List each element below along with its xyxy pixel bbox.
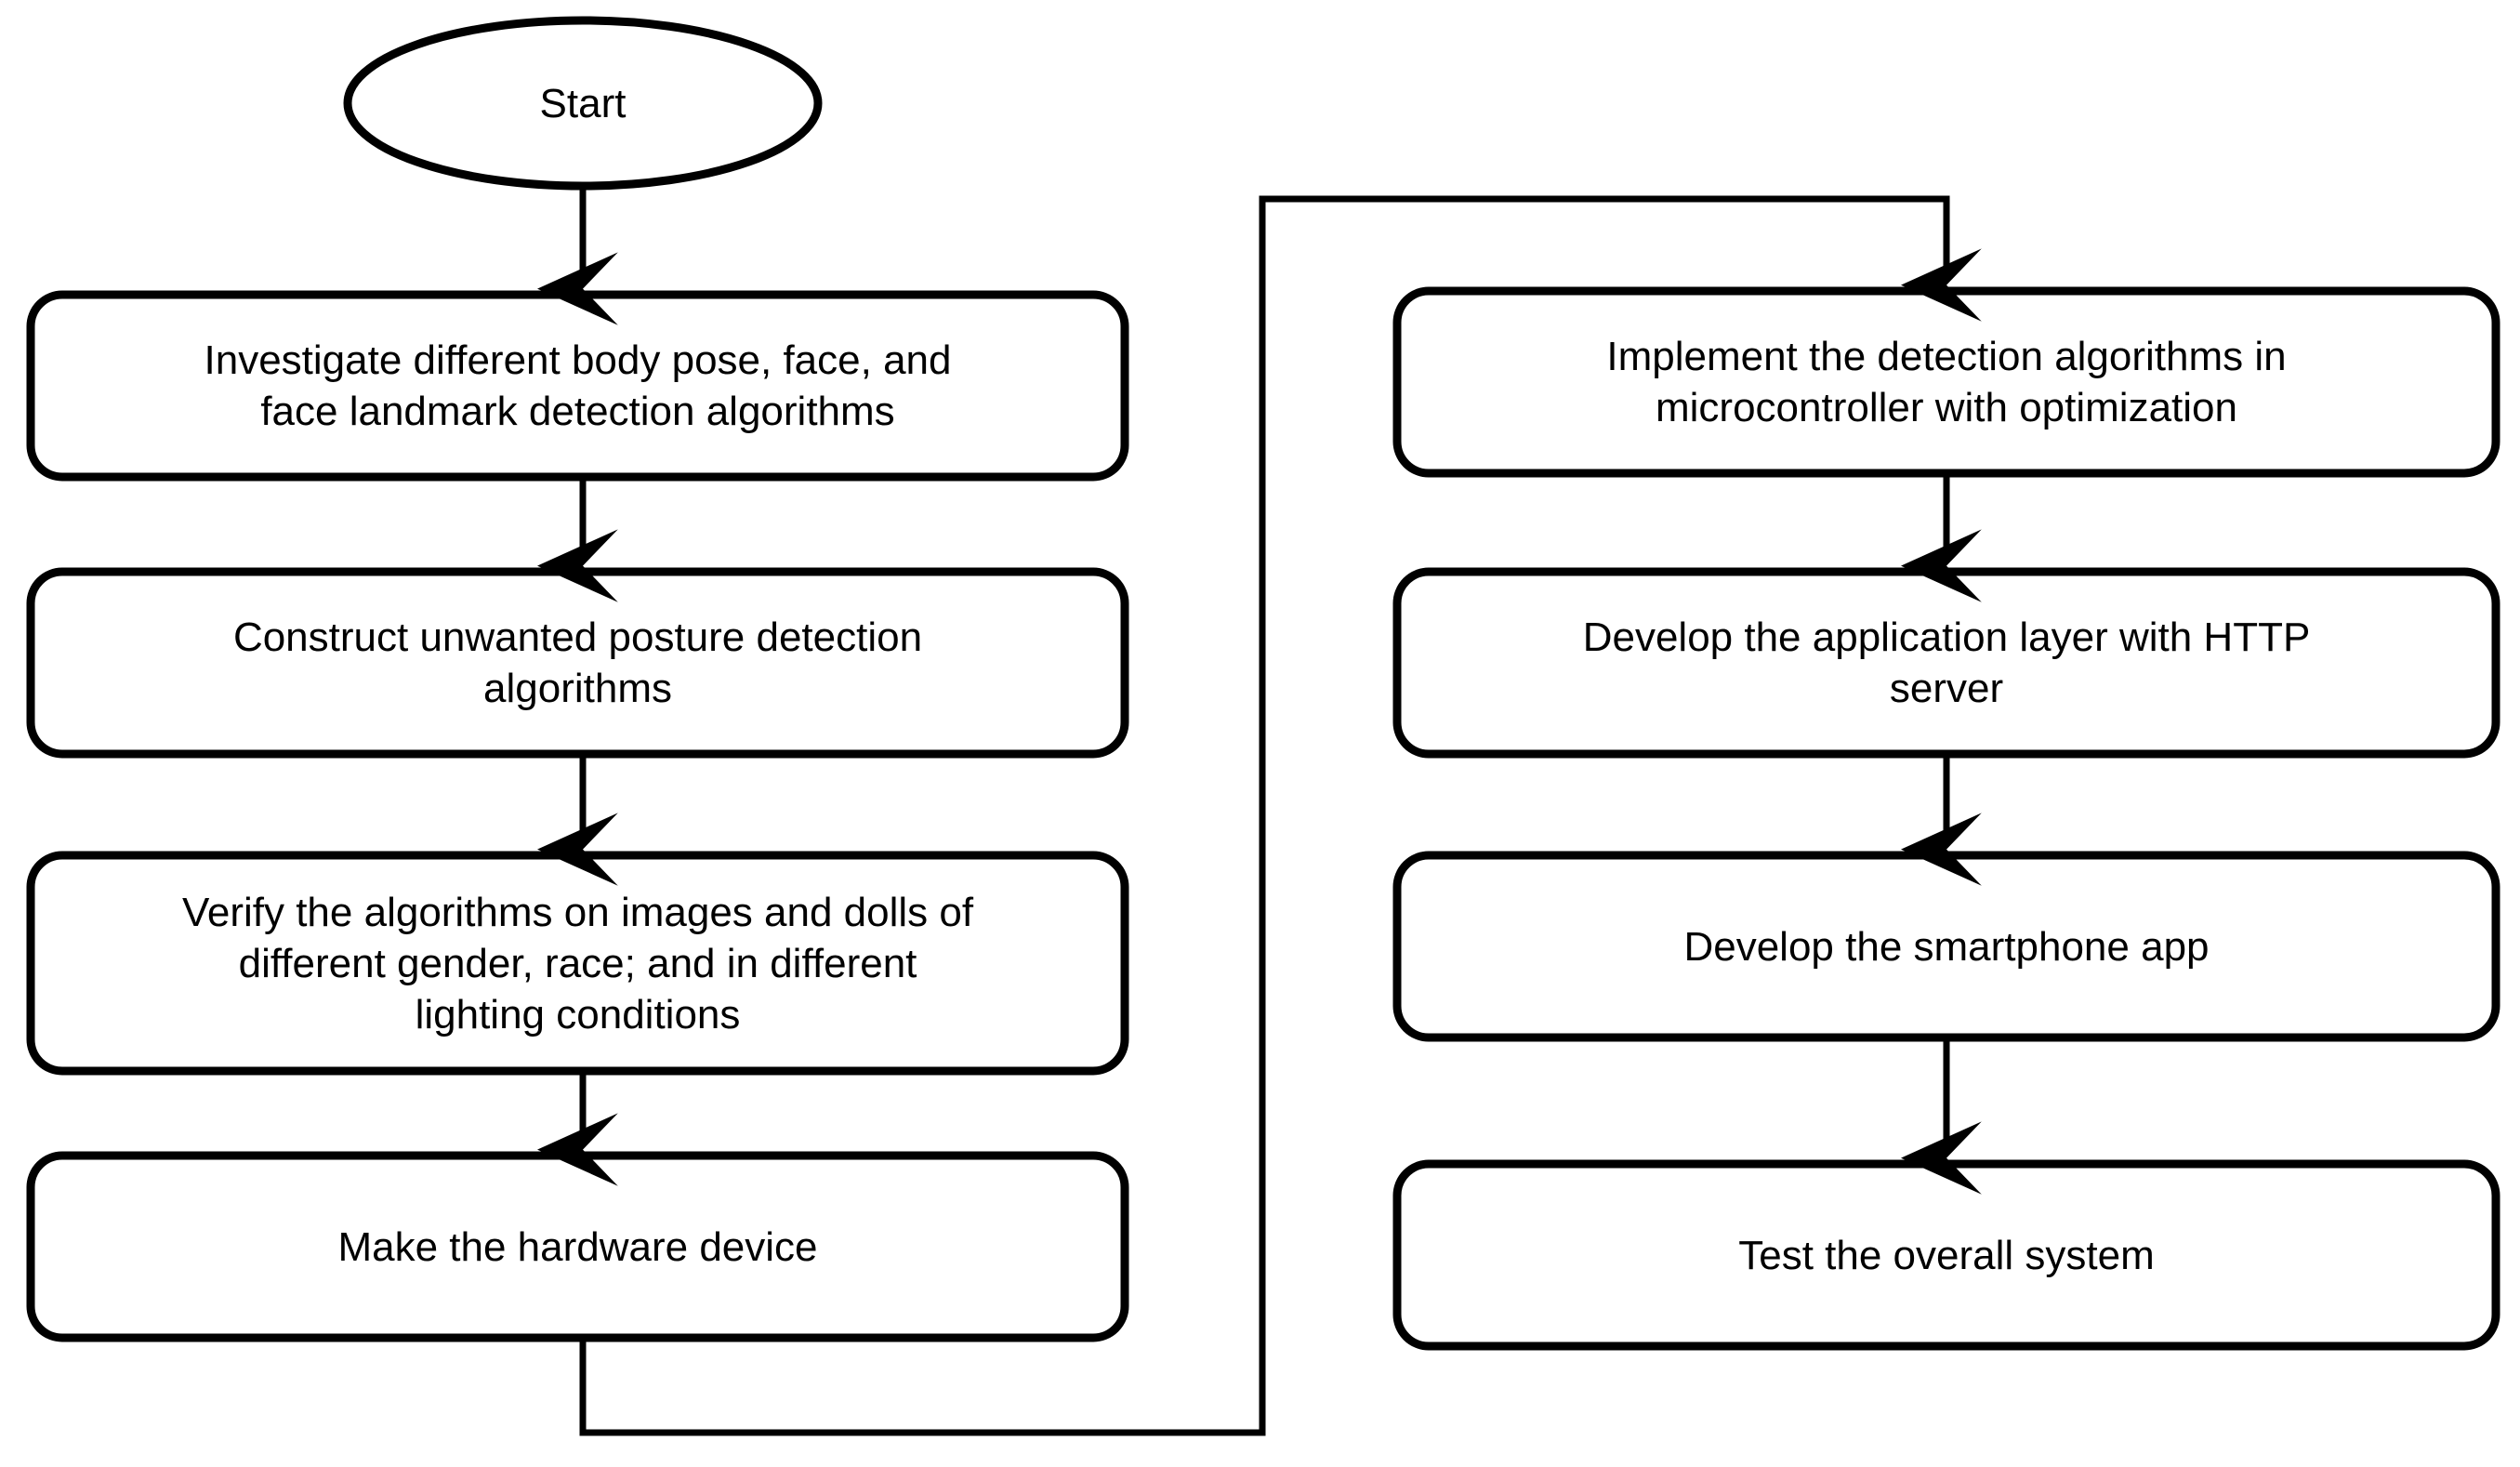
node-implement-shape[interactable] — [1392, 286, 2500, 478]
node-test-shape[interactable] — [1392, 1159, 2500, 1351]
edge-hardware-to-implement — [579, 195, 1982, 1436]
node-construct-shape[interactable] — [26, 567, 1129, 759]
node-smartphone-shape[interactable] — [1392, 851, 2500, 1042]
node-hardware-shape[interactable] — [26, 1151, 1129, 1342]
node-verify-shape[interactable] — [26, 851, 1129, 1076]
node-investigate-shape[interactable] — [26, 290, 1129, 482]
node-start-shape[interactable] — [343, 16, 823, 191]
node-appserver-shape[interactable] — [1392, 567, 2500, 759]
